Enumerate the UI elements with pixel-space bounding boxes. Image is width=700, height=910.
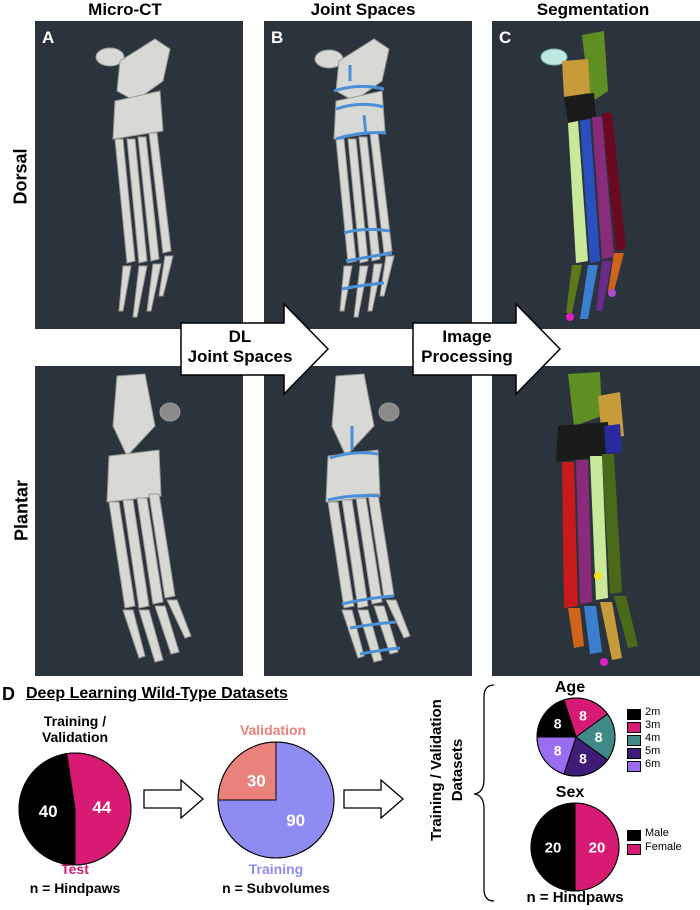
- panel-letter-b: B: [271, 28, 283, 47]
- training-label: Training: [248, 861, 304, 877]
- legend-swatch: [627, 830, 641, 841]
- legend-swatch: [627, 735, 641, 746]
- panel-letter-d: D: [2, 684, 15, 704]
- pie-value-label: 44: [92, 798, 111, 817]
- bone-illustration-dorsal: A: [42, 28, 174, 318]
- pie-value-label: 90: [286, 811, 305, 830]
- column-title-segmentation: Segmentation: [536, 0, 650, 19]
- age-title: Age: [554, 679, 586, 696]
- panel-b-plantar-joint-spaces: [264, 366, 472, 676]
- legend-swatch: [627, 709, 641, 720]
- test-label: Test: [61, 861, 89, 877]
- pie-value-label: 20: [589, 839, 606, 856]
- pie-validation-training: 30 90: [217, 741, 335, 859]
- joint-spaces-illustration-plantar: [325, 373, 411, 663]
- panel-b-dorsal-joint-spaces: B: [264, 21, 472, 329]
- split-label: Training / Validation: [41, 713, 109, 745]
- small-arrow-1: [143, 779, 204, 819]
- n-hindpaws-left: n = Hindpaws: [29, 880, 121, 896]
- legend-label: 2m: [645, 706, 661, 718]
- small-arrow-2: [343, 779, 404, 819]
- legend-swatch: [627, 761, 641, 772]
- legend-label: 6m: [645, 758, 661, 770]
- pie-value-label: 30: [247, 771, 266, 790]
- pie-value-label: 40: [39, 802, 58, 821]
- validation-label: Validation: [239, 722, 307, 738]
- segmentation-illustration-plantar: [556, 372, 638, 666]
- panel-d-title: Deep Learning Wild-Type Datasets: [26, 685, 288, 702]
- n-subvolumes: n = Subvolumes: [222, 880, 330, 896]
- panel-a-plantar-micro-ct: [35, 366, 243, 676]
- curly-brace: [473, 684, 495, 902]
- legend-swatch: [627, 844, 641, 855]
- legend-label: 5m: [645, 745, 661, 757]
- n-hindpaws-right: n = Hindpaws: [526, 889, 624, 906]
- arrow-2-line2: Processing: [421, 347, 513, 366]
- arrow-image-processing: Image Processing: [412, 303, 562, 395]
- arrow-2-line1: Image: [442, 327, 492, 346]
- pie-value-label: 8: [554, 742, 562, 758]
- pie-value-label: 8: [579, 751, 587, 767]
- panel-letter-c: C: [499, 28, 511, 47]
- pie-train-test: 40 44: [18, 752, 132, 866]
- arrow-shape-1: [180, 303, 330, 395]
- legend-label: Male: [645, 827, 669, 839]
- arrow-1-line1: DL: [228, 327, 252, 346]
- arrow-shape-2: [412, 303, 562, 395]
- legend-label: 3m: [645, 719, 661, 731]
- pie-value-label: 8: [595, 729, 603, 745]
- column-title-micro-ct: Micro-CT: [88, 0, 162, 19]
- arrow-1-line2: Joint Spaces: [187, 347, 293, 366]
- bone-illustration-plantar: [106, 373, 192, 663]
- legend-swatch: [627, 748, 641, 759]
- row-title-plantar: Plantar: [11, 479, 32, 542]
- pie-value-label: 8: [554, 716, 562, 732]
- panel-letter-a: A: [42, 28, 54, 47]
- side-datasets-label: Training / Validation Datasets: [428, 699, 466, 841]
- arrow-dl-joint-spaces: DL Joint Spaces: [180, 303, 330, 395]
- legend-label: 4m: [645, 732, 661, 744]
- column-title-joint-spaces: Joint Spaces: [310, 0, 416, 19]
- panel-a-dorsal-micro-ct: A: [35, 21, 243, 329]
- pie-value-label: 8: [579, 708, 587, 724]
- sex-title: Sex: [555, 784, 585, 801]
- panel-c-plantar-segmentation: [492, 366, 700, 676]
- pie-value-label: 20: [545, 839, 562, 856]
- legend-swatch: [627, 722, 641, 733]
- joint-spaces-illustration-dorsal: B: [271, 28, 395, 318]
- panel-c-dorsal-segmentation: C: [492, 21, 700, 329]
- legend-label: Female: [645, 841, 682, 853]
- row-title-dorsal: Dorsal: [10, 148, 31, 205]
- segmentation-illustration-dorsal: C: [499, 28, 626, 321]
